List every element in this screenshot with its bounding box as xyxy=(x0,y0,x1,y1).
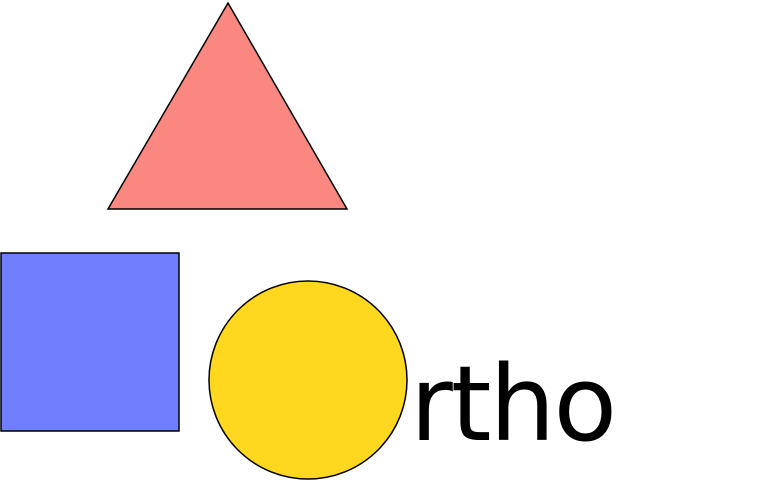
yellow-circle-shape xyxy=(208,280,408,480)
blue-square-shape xyxy=(0,252,180,432)
red-triangle-shape xyxy=(106,1,349,210)
logo-wordmark: rtho xyxy=(410,343,617,465)
